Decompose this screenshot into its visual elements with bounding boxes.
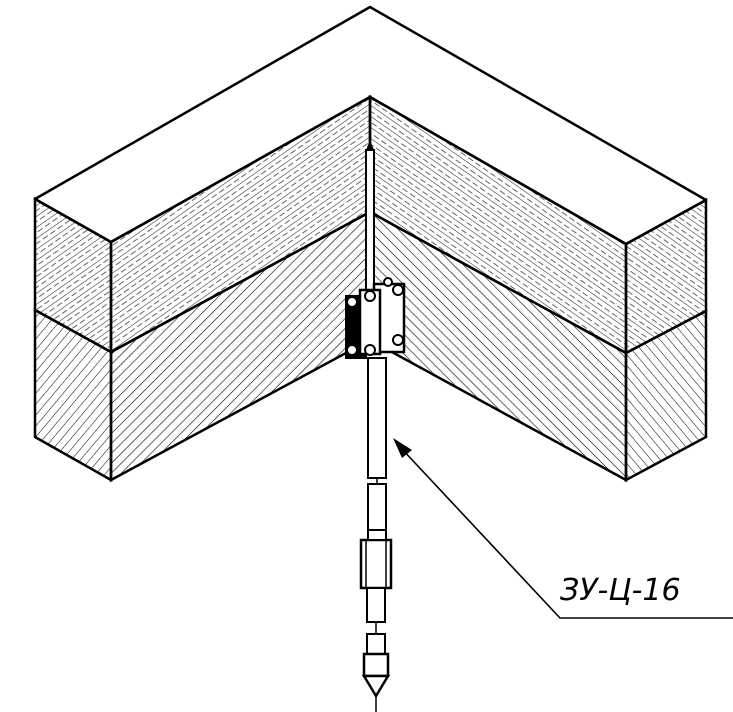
callout-leader (393, 438, 733, 619)
left-end-lower (33, 307, 113, 483)
rod-bottom (361, 587, 391, 712)
clamp (345, 277, 406, 359)
rod-upper (365, 140, 375, 291)
callout-label: ЗУ-Ц-16 (560, 573, 681, 608)
rod-lower (367, 357, 387, 531)
right-end-lower (624, 308, 708, 483)
rod-coupling (359, 529, 393, 590)
